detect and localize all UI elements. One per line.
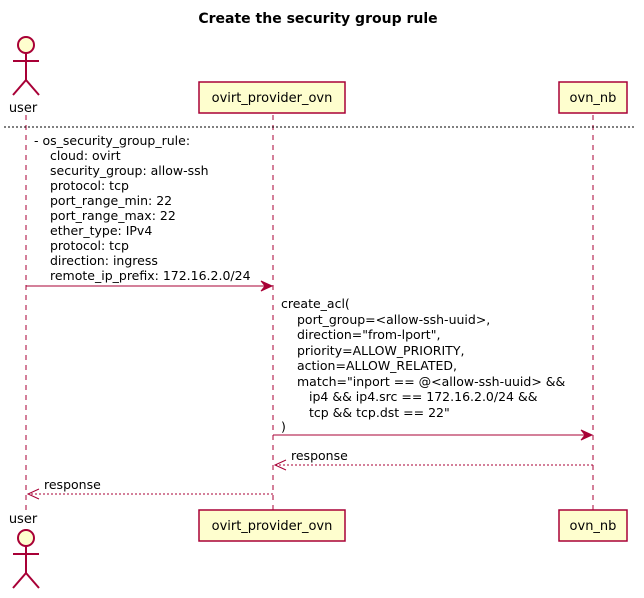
message-2-text: create_acl( port_group=<allow-ssh-uuid>,… <box>281 296 566 434</box>
message-1-line: cloud: ovirt <box>50 148 121 163</box>
message-2-line: priority=ALLOW_PRIORITY, <box>297 343 464 358</box>
participant-user-label-bottom: user <box>9 512 38 527</box>
user-actor-icon-bottom <box>12 529 40 589</box>
participant-provider-box-top <box>198 81 346 114</box>
message-4-arrowhead <box>26 488 40 500</box>
participant-nb-label-top: ovn_nb <box>570 91 617 106</box>
message-1-arrowhead <box>260 280 274 292</box>
participant-provider-label-top: ovirt_provider_ovn <box>212 91 333 106</box>
participant-nb-label-bottom: ovn_nb <box>570 519 617 534</box>
participant-provider-label-bottom: ovirt_provider_ovn <box>212 519 333 534</box>
message-2-line: ) <box>281 419 286 434</box>
participant-user-label-top: user <box>9 101 38 116</box>
message-2-line: port_group=<allow-ssh-uuid>, <box>297 312 490 327</box>
message-1-line: remote_ip_prefix: 172.16.2.0/24 <box>50 268 251 283</box>
participant-nb-box-bottom <box>558 509 628 542</box>
message-1-line: security_group: allow-ssh <box>50 163 209 178</box>
message-2-line: direction="from-lport", <box>297 327 440 342</box>
message-1-line: - os_security_group_rule: <box>34 133 190 148</box>
message-3-arrowhead <box>273 459 287 471</box>
message-2-line: match="inport == @<allow-ssh-uuid> && <box>297 374 566 389</box>
message-3-label: response <box>291 448 348 463</box>
user-actor-icon-top <box>12 36 40 96</box>
message-2-line: tcp && tcp.dst == 22" <box>309 405 450 420</box>
message-1-line: protocol: tcp <box>50 178 129 193</box>
message-2-line: action=ALLOW_RELATED, <box>297 358 457 373</box>
message-1-line: protocol: tcp <box>50 238 129 253</box>
message-1-line: port_range_max: 22 <box>50 208 176 223</box>
message-1-line: port_range_min: 22 <box>50 193 172 208</box>
message-4-label: response <box>44 477 101 492</box>
participant-nb-box-top <box>558 81 628 114</box>
message-1-line: direction: ingress <box>50 253 158 268</box>
message-1-text: - os_security_group_rule: cloud: ovirt s… <box>34 133 251 283</box>
participant-provider-box-bottom <box>198 509 346 542</box>
message-1-line: ether_type: IPv4 <box>50 223 152 238</box>
message-2-arrowhead <box>580 429 594 441</box>
message-2-line: create_acl( <box>281 296 350 311</box>
message-2-line: ip4 && ip4.src == 172.16.2.0/24 && <box>309 389 538 404</box>
diagram-title: Create the security group rule <box>198 11 437 27</box>
